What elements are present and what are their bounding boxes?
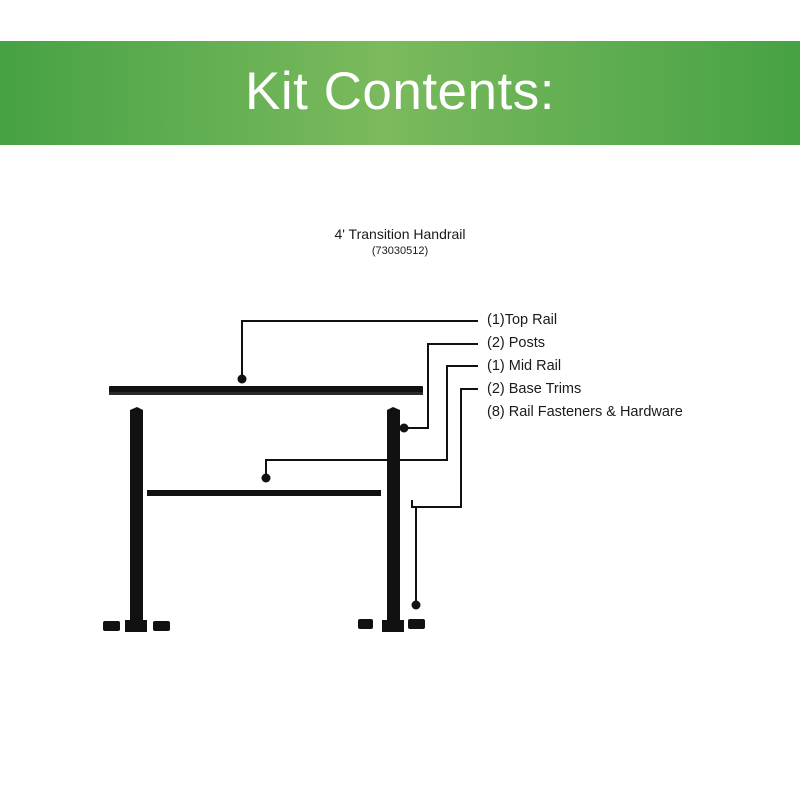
base-trim-piece (408, 619, 425, 629)
mid-rail (147, 490, 381, 496)
product-name: 4' Transition Handrail (334, 226, 466, 242)
top-rail-lip (109, 392, 423, 395)
leader-dot-top-rail (237, 374, 247, 384)
leader-dot-posts (399, 423, 409, 433)
right-post-foot (382, 620, 404, 632)
left-post-foot (125, 620, 147, 632)
header-banner: Kit Contents: (0, 41, 800, 145)
callout-posts: (2) Posts (487, 335, 546, 351)
base-trim-piece (153, 621, 170, 631)
base-trim-piece (358, 619, 373, 629)
leader-top-rail (241, 320, 478, 379)
callout-top-rail: (1)Top Rail (487, 312, 558, 328)
leader-dot-hardware (411, 600, 421, 610)
leader-base-trims (411, 388, 478, 508)
callout-hardware: (8) Rail Fasteners & Hardware (487, 404, 683, 420)
product-sku: (73030512) (371, 245, 429, 257)
left-post (130, 407, 143, 620)
callout-base-trims: (2) Base Trims (487, 381, 582, 397)
base-trim-piece (103, 621, 120, 631)
leader-posts (404, 343, 478, 429)
callout-mid-rail: (1) Mid Rail (487, 358, 562, 374)
leader-mid-rail (265, 365, 478, 478)
page-title: Kit Contents: (245, 61, 555, 121)
leader-dot-mid-rail (261, 473, 271, 483)
right-post (387, 407, 400, 620)
